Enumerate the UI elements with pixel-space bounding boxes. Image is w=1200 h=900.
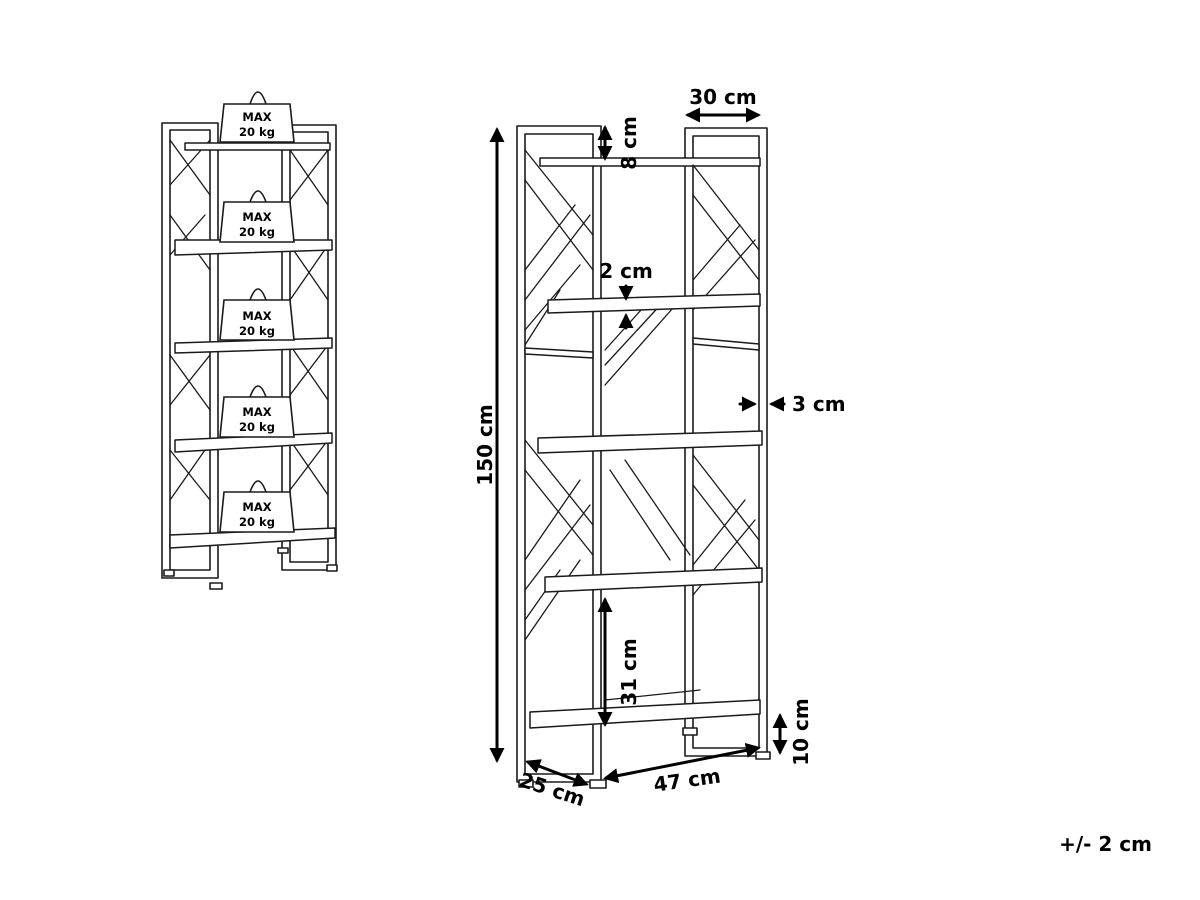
top-width-label: 30 cm xyxy=(689,85,757,109)
tolerance-note: +/- 2 cm xyxy=(1059,832,1152,856)
shelf-thickness-label: 2 cm xyxy=(599,259,653,283)
large-shelf-drawing xyxy=(516,125,771,789)
weight-kg-label: 20 kg xyxy=(239,225,275,239)
weight-max-label: MAX xyxy=(242,309,271,323)
weight-icon-1: MAX 20 kg xyxy=(219,91,295,143)
weight-icon-4: MAX 20 kg xyxy=(219,385,295,438)
weight-max-label: MAX xyxy=(242,210,271,224)
weight-kg-label: 20 kg xyxy=(239,125,275,139)
weight-kg-label: 20 kg xyxy=(239,324,275,338)
small-shelf-drawing xyxy=(161,122,338,590)
weight-icon-5: MAX 20 kg xyxy=(219,480,295,533)
weight-max-label: MAX xyxy=(242,110,271,124)
dimension-arrows xyxy=(489,107,788,787)
weight-kg-label: 20 kg xyxy=(239,515,275,529)
frame-thickness-label: 3 cm xyxy=(792,392,846,416)
shelf-spacing-label: 31 cm xyxy=(617,638,641,706)
weight-max-label: MAX xyxy=(242,405,271,419)
weight-max-label: MAX xyxy=(242,500,271,514)
weight-icon-3: MAX 20 kg xyxy=(219,288,295,341)
foot-height-label: 10 cm xyxy=(789,698,813,766)
width-label: 47 cm xyxy=(652,763,722,796)
height-label: 150 cm xyxy=(473,404,497,485)
weight-icon-2: MAX 20 kg xyxy=(219,190,295,243)
top-gap-label: 8 cm xyxy=(617,116,641,170)
weight-kg-label: 20 kg xyxy=(239,420,275,434)
